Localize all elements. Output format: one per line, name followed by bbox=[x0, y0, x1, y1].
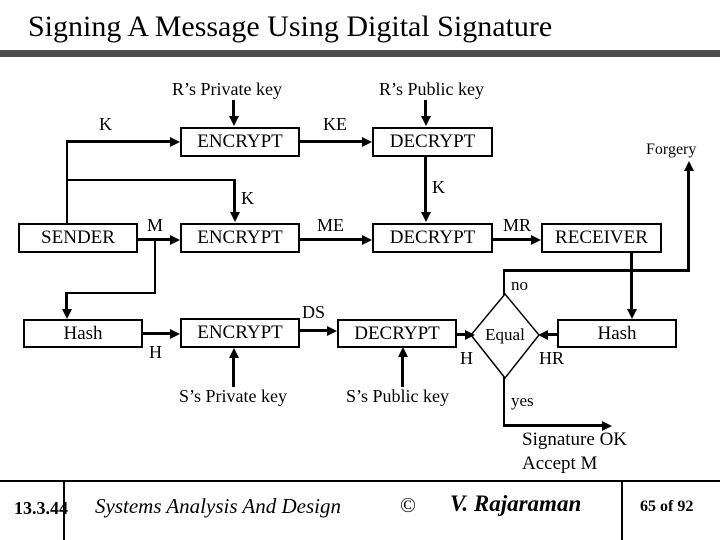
footer-divider bbox=[0, 480, 720, 482]
footer-book-title: Systems Analysis And Design bbox=[95, 494, 341, 518]
arrowhead-m-hash1 bbox=[62, 309, 72, 319]
line-k-to-encrypt1 bbox=[68, 140, 171, 143]
arrowhead-mr-receiver bbox=[531, 235, 541, 245]
h1-label: H bbox=[149, 342, 162, 362]
arrowhead-k-decrypt2 bbox=[421, 212, 431, 222]
footer-page-number: 65 of 92 bbox=[640, 498, 694, 515]
decrypt3-label: DECRYPT bbox=[354, 322, 440, 344]
arrowhead-ss-public-decrypt3 bbox=[398, 347, 408, 357]
m-label: M bbox=[147, 215, 164, 235]
arrowhead-rs-public bbox=[421, 116, 431, 126]
arrowhead-hash1-encrypt3 bbox=[170, 329, 180, 339]
encrypt2-box: ENCRYPT bbox=[180, 223, 300, 253]
accept-m-label: Accept M bbox=[522, 453, 598, 474]
decrypt1-box: DECRYPT bbox=[372, 127, 493, 157]
line-no-up bbox=[503, 270, 505, 295]
ke-label: KE bbox=[323, 114, 347, 134]
hash1-box: Hash bbox=[23, 319, 143, 348]
ss-private-key-label: S’s Private key bbox=[179, 386, 287, 406]
line-no-right bbox=[503, 269, 690, 272]
ss-public-key-label: S’s Public key bbox=[346, 386, 450, 406]
copyright-icon: © bbox=[400, 493, 416, 517]
encrypt3-label: ENCRYPT bbox=[197, 322, 283, 343]
decrypt3-box: DECRYPT bbox=[337, 319, 457, 348]
arrowhead-hr-equal bbox=[538, 330, 548, 340]
line-hash1-to-encrypt3 bbox=[143, 332, 171, 335]
k3-label: K bbox=[432, 177, 445, 197]
forgery-label: Forgery bbox=[646, 141, 697, 158]
slide-title: Signing A Message Using Digital Signatur… bbox=[28, 10, 553, 43]
arrowhead-forgery bbox=[684, 161, 694, 171]
line-sender-key-up bbox=[66, 140, 68, 223]
h2-label: H bbox=[460, 348, 473, 368]
line-ss-private-key-up bbox=[232, 357, 235, 387]
rs-public-key-label: R’s Public key bbox=[379, 79, 485, 99]
line-rs-private-key-down bbox=[232, 100, 235, 117]
arrowhead-me-decrypt2 bbox=[362, 235, 372, 245]
line-to-forgery bbox=[687, 170, 690, 272]
encrypt1-box: ENCRYPT bbox=[180, 127, 300, 157]
line-k-to-encrypt2 bbox=[233, 179, 236, 213]
yes-label: yes bbox=[511, 391, 534, 410]
equal-diamond-shape bbox=[470, 292, 540, 380]
arrowhead-h-equal bbox=[465, 330, 475, 340]
footer-separator-right bbox=[621, 480, 623, 540]
footer-separator-left bbox=[63, 480, 65, 540]
decrypt1-label: DECRYPT bbox=[389, 131, 476, 152]
receiver-box: RECEIVER bbox=[541, 223, 662, 253]
hash1-label: Hash bbox=[63, 322, 103, 344]
hash2-box: Hash bbox=[557, 319, 677, 348]
arrowhead-rs-private bbox=[229, 116, 239, 126]
line-ss-public-key-up bbox=[401, 356, 404, 387]
arrowhead-ss-private-encrypt3 bbox=[229, 348, 239, 358]
line-yes-down bbox=[503, 377, 505, 427]
rs-private-key-label: R’s Private key bbox=[172, 79, 282, 99]
line-receiver-to-hash2 bbox=[630, 253, 633, 310]
line-m-branch-left bbox=[66, 292, 156, 294]
encrypt2-label: ENCRYPT bbox=[197, 227, 283, 248]
me-label: ME bbox=[317, 215, 344, 235]
arrowhead-receiver-hash2 bbox=[627, 309, 637, 319]
line-h-to-equal bbox=[457, 333, 466, 336]
line-rs-public-key-down bbox=[424, 100, 427, 117]
line-ds-to-decrypt3 bbox=[300, 329, 328, 332]
line-yes-right bbox=[503, 424, 603, 427]
line-hr-to-equal bbox=[547, 333, 557, 336]
sender-label: SENDER bbox=[41, 227, 115, 248]
ds-label: DS bbox=[302, 302, 326, 322]
arrowhead-k-encrypt2 bbox=[230, 212, 240, 222]
decrypt2-label: DECRYPT bbox=[389, 227, 476, 248]
line-m-into-hash1 bbox=[65, 292, 68, 310]
footer-author: V. Rajaraman bbox=[450, 491, 582, 516]
sender-box: SENDER bbox=[18, 223, 138, 253]
title-divider-bar bbox=[0, 50, 720, 57]
line-m-branch-down bbox=[154, 238, 156, 294]
hr-label: HR bbox=[539, 348, 565, 368]
arrowhead-m-encrypt2 bbox=[170, 235, 180, 245]
arrowhead-k-encrypt1 bbox=[170, 137, 180, 147]
k1-label: K bbox=[99, 114, 112, 134]
arrowhead-yes-accept bbox=[602, 421, 612, 431]
equal-label: Equal bbox=[485, 325, 525, 344]
receiver-label: RECEIVER bbox=[555, 227, 648, 248]
encrypt3-box: ENCRYPT bbox=[180, 318, 300, 348]
line-k-to-decrypt2 bbox=[424, 157, 427, 213]
arrowhead-ds-decrypt3 bbox=[327, 326, 337, 336]
footer-slide-code: 13.3.44 bbox=[14, 498, 68, 518]
line-mr-to-receiver bbox=[493, 238, 532, 241]
hash2-label: Hash bbox=[597, 322, 637, 344]
no-label: no bbox=[511, 275, 528, 294]
line-me-to-decrypt2 bbox=[300, 238, 362, 241]
mr-label: MR bbox=[503, 215, 532, 235]
line-k-branch bbox=[66, 179, 236, 181]
decrypt2-box: DECRYPT bbox=[372, 223, 493, 253]
arrowhead-ke-decrypt1 bbox=[362, 137, 372, 147]
signature-ok-label: Signature OK bbox=[522, 429, 628, 450]
line-ke-to-decrypt1 bbox=[300, 140, 362, 143]
k2-label: K bbox=[241, 188, 254, 208]
encrypt1-label: ENCRYPT bbox=[197, 131, 283, 152]
